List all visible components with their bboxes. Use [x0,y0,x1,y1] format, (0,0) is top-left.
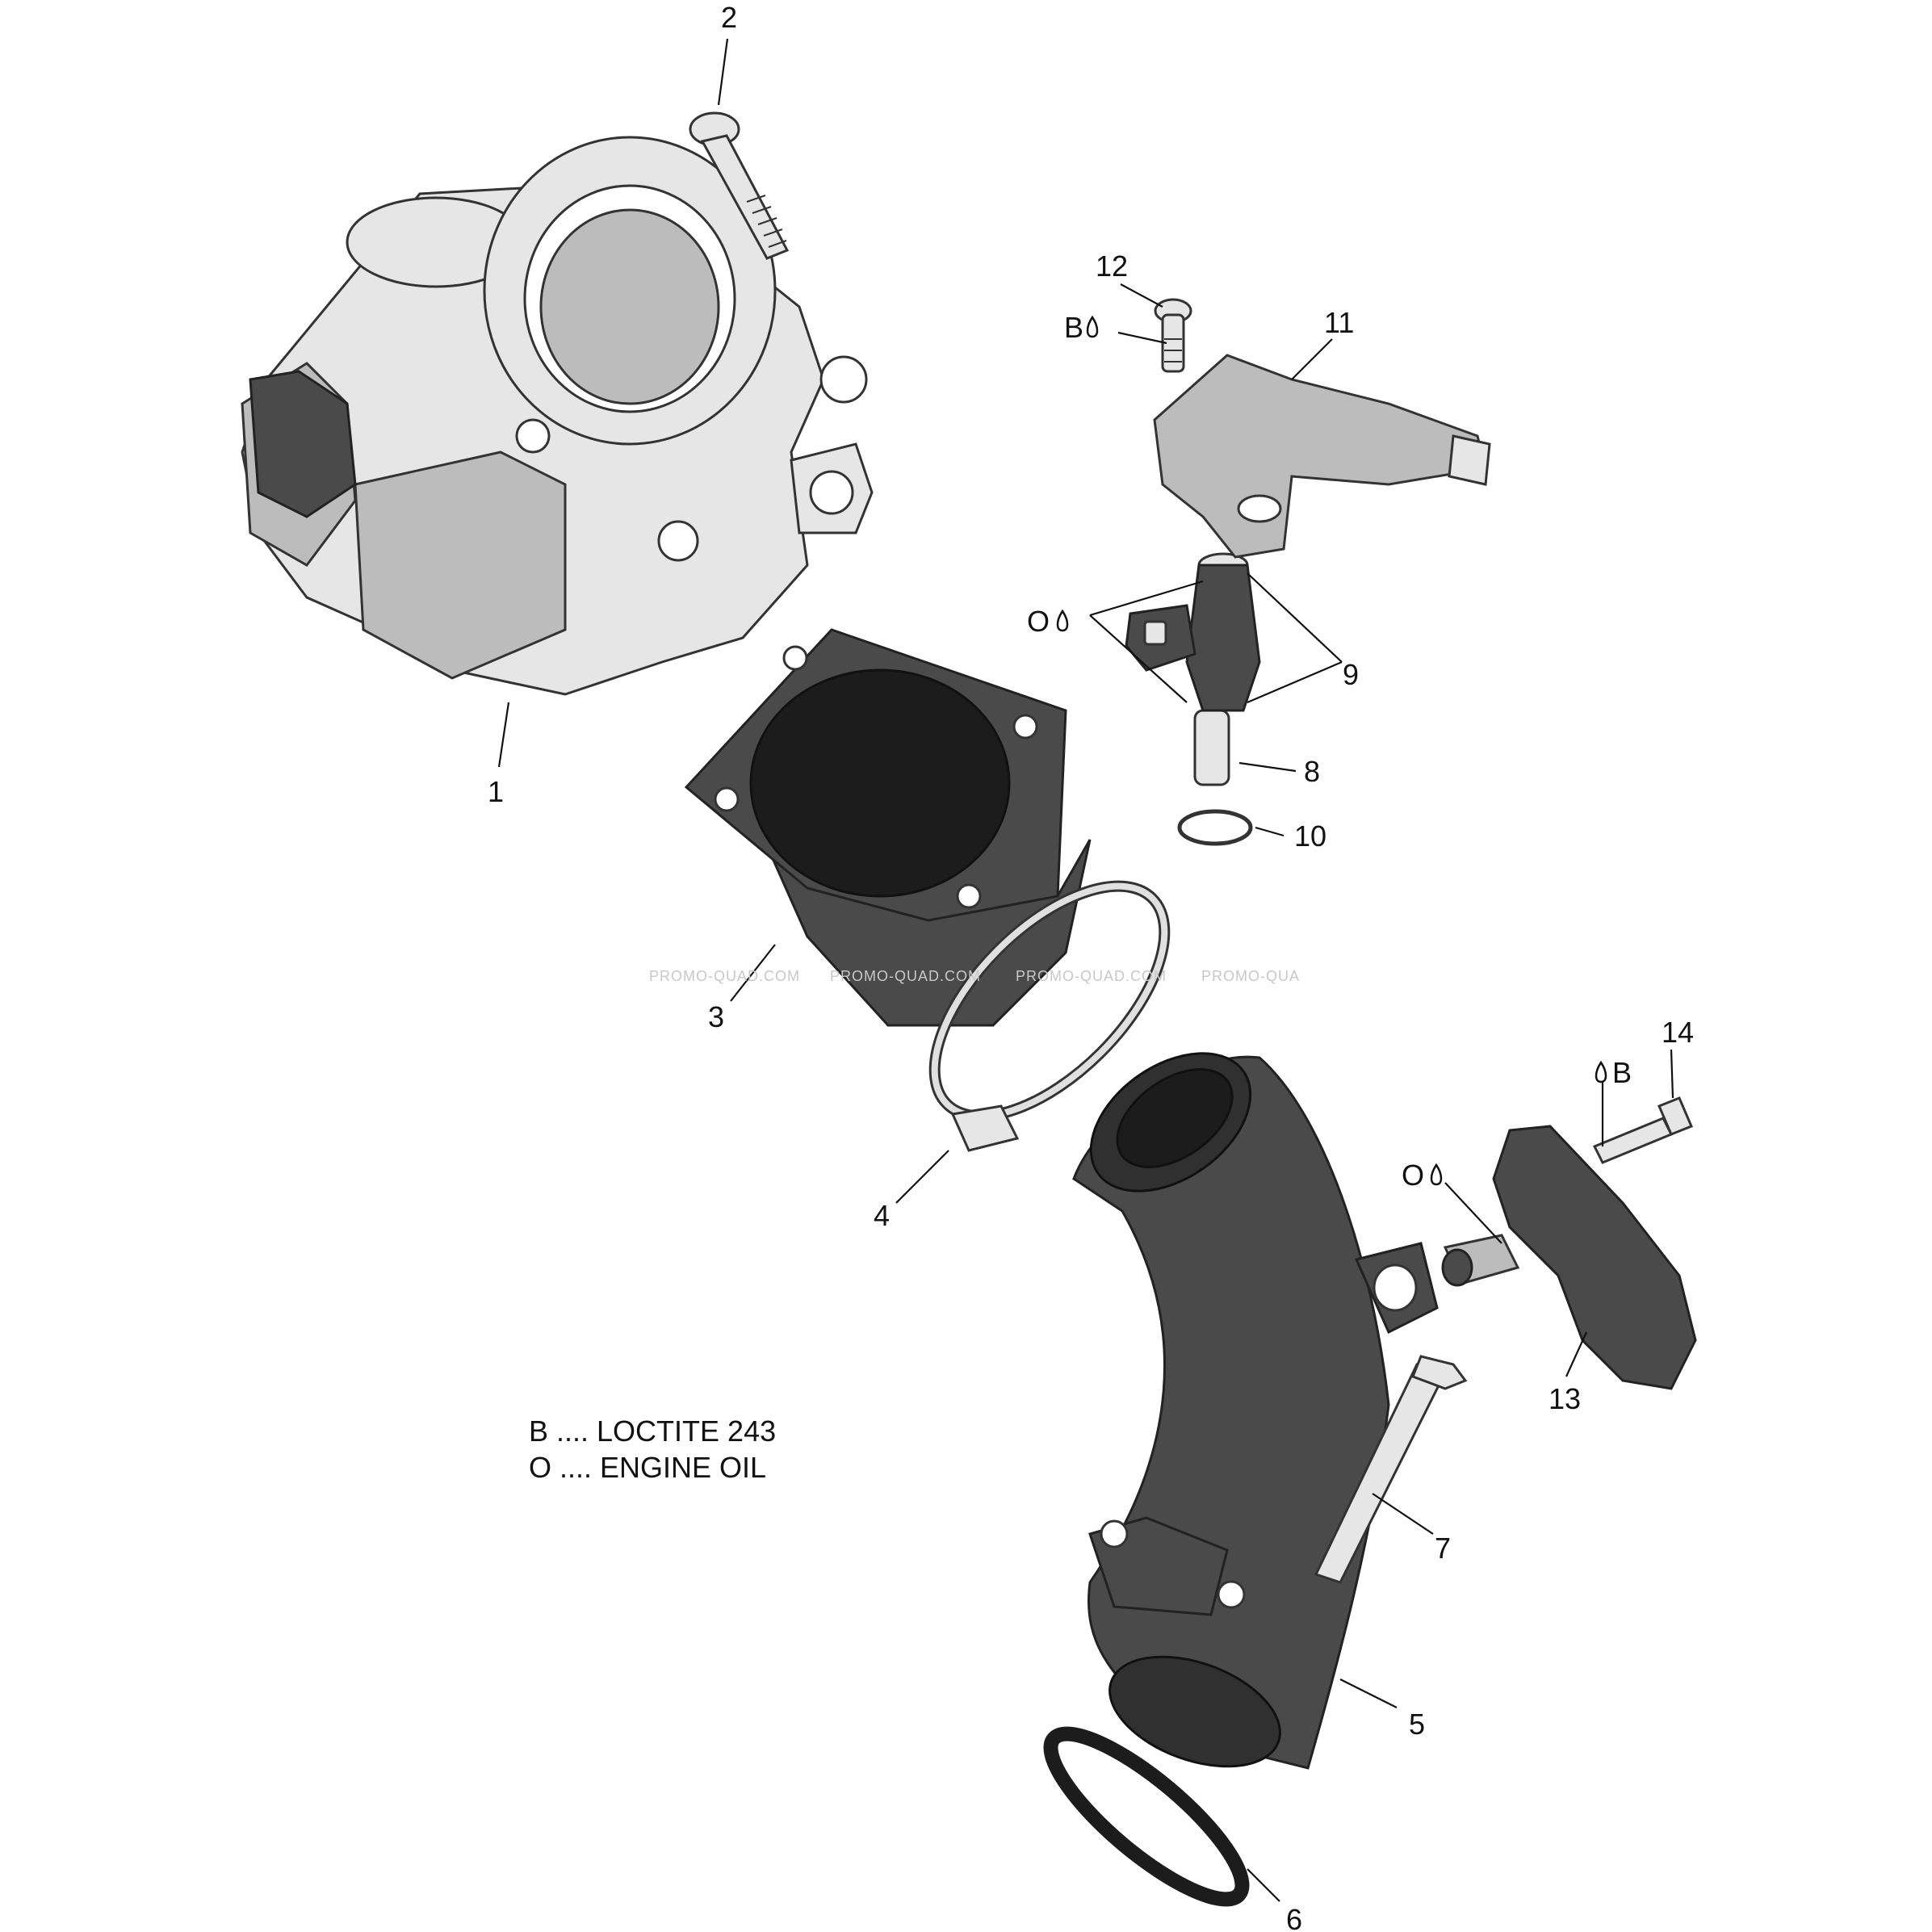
drop-icon [1086,315,1099,338]
o-ring-part-10 [1177,809,1253,846]
callout-10: 10 [1294,819,1326,853]
callout-14: 14 [1662,1016,1694,1049]
sleeve-part-8 [1193,709,1230,786]
drop-icon [1430,1163,1443,1186]
bolt-part-7 [1314,1355,1468,1584]
intake-elbow-part-5 [1072,1052,1439,1770]
callout-3: 3 [708,1000,724,1033]
drop-icon [1056,609,1069,632]
watermark: PROMO-QUAD.COM [830,968,981,984]
callout-12: 12 [1096,249,1128,283]
marker-o-9: O [1027,605,1050,638]
callout-2: 2 [721,1,737,34]
legend: B .... LOCTITE 243 O .... ENGINE OIL [529,1414,776,1484]
callout-7: 7 [1435,1532,1451,1565]
marker-b-14: B [1612,1056,1632,1089]
leader-lines [497,38,1674,1902]
callout-5: 5 [1409,1708,1425,1741]
fuel-outlet-part-11 [1153,354,1491,559]
watermark: PROMO-QUAD.COM [649,968,800,984]
throttle-body-part-1 [241,136,874,696]
callout-11: 11 [1324,306,1354,339]
marker-b-12: B [1064,311,1083,344]
sensor-part-13 [1441,1125,1697,1390]
drop-markers [1056,315,1607,1186]
callout-8: 8 [1304,755,1320,788]
legend-line-engine-oil: O .... ENGINE OIL [529,1451,766,1484]
bolt-part-14 [1592,1096,1693,1164]
adapter-part-3 [684,628,1092,1027]
clamp-part-4 [928,880,1171,1152]
drop-icon [1595,1060,1607,1083]
callout-1: 1 [488,775,504,808]
watermark: PROMO-QUA [1201,968,1300,984]
bolt-part-12 [1154,298,1192,373]
callout-13: 13 [1549,1382,1581,1415]
legend-line-loctite: B .... LOCTITE 243 [529,1414,776,1448]
watermark: PROMO-QUAD.COM [1016,968,1167,984]
fuel-injector-part-9 [1125,552,1261,712]
marker-o-13: O [1402,1159,1424,1192]
screw-part-2 [689,111,790,260]
callout-9: 9 [1343,658,1359,691]
callout-4: 4 [874,1199,890,1232]
callout-6: 6 [1286,1903,1302,1932]
gasket-part-6 [1043,1726,1250,1907]
